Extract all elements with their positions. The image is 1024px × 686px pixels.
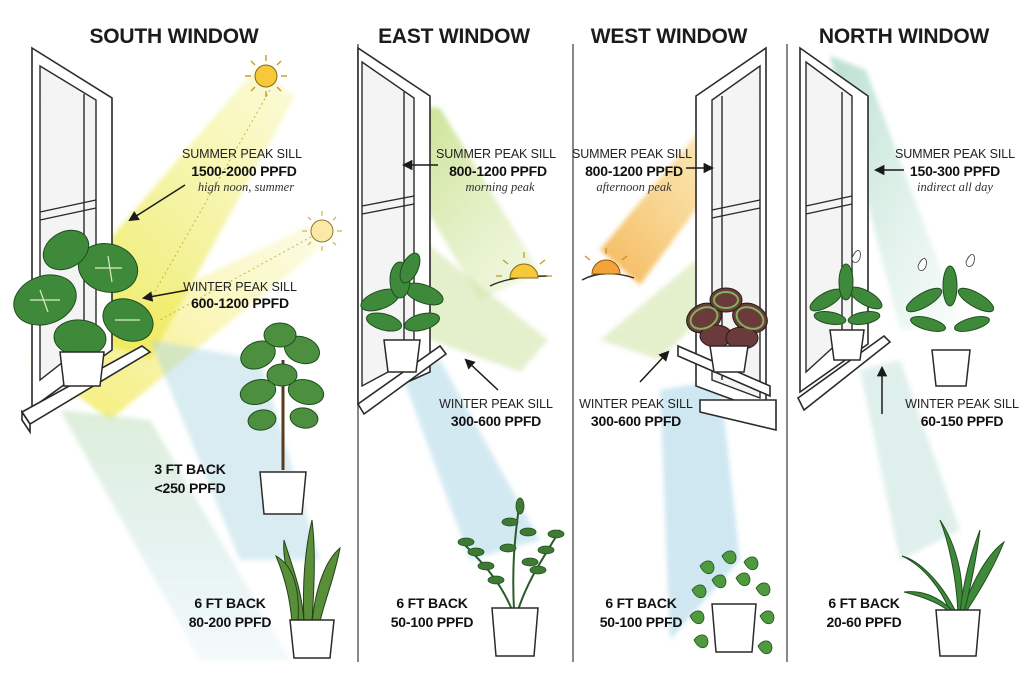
winter-peak-value: 300-600 PPFD — [451, 413, 541, 429]
sun-ray-line — [149, 89, 271, 301]
cast-iron-plant-icon — [901, 519, 1006, 657]
deep-light-spread — [60, 410, 290, 660]
summer-peak-label: SUMMER PEAK SILL — [895, 147, 1015, 161]
east-window-inner — [361, 60, 415, 388]
back-6ft-label: 6 FT BACK — [605, 595, 676, 611]
north-window-panel: NORTH WINDOW SUMMER PEAK SILL 150-300 PP… — [796, 25, 1019, 657]
peace-lily-plant-icon — [809, 250, 883, 361]
window-mullion — [711, 207, 761, 219]
window-mullion — [711, 199, 761, 211]
winter-arrow — [141, 289, 189, 302]
window-mullion — [39, 199, 97, 213]
back-6ft-value: 50-100 PPFD — [600, 614, 683, 630]
winter-peak-value: 600-1200 PPFD — [191, 295, 289, 311]
plant-pot — [711, 603, 757, 653]
winter-peak-label: WINTER PEAK SILL — [183, 280, 297, 294]
plant-pot — [931, 349, 971, 387]
window-mullion — [39, 207, 97, 221]
winter-peak-label: WINTER PEAK SILL — [579, 397, 693, 411]
begonia-plant-icon — [686, 287, 768, 373]
west-window-panel: WEST WINDOW SUMMER PEAK SILL 800-1200 PP… — [572, 25, 777, 655]
zz-plant-icon — [457, 497, 565, 657]
panel-title: SOUTH WINDOW — [89, 25, 258, 48]
summer-peak-value: 800-1200 PPFD — [449, 163, 547, 179]
summer-peak-label: SUMMER PEAK SILL — [572, 147, 692, 161]
plant-pot — [59, 351, 105, 387]
back-6ft-label: 6 FT BACK — [396, 595, 467, 611]
summer-peak-note: morning peak — [465, 180, 535, 194]
plant-pot — [829, 329, 865, 361]
summer-peak-note: high noon, summer — [198, 180, 294, 194]
pothos-plant-icon — [689, 550, 775, 655]
sun-icon — [245, 55, 287, 97]
winter-peak-value: 60-150 PPFD — [921, 413, 1004, 429]
back-3ft-label: 3 FT BACK — [154, 461, 225, 477]
west-sill-ledge — [699, 399, 777, 432]
plant-pot — [259, 471, 307, 515]
east-deep-spread — [400, 360, 540, 560]
summer-peak-value: 1500-2000 PPFD — [191, 163, 296, 179]
plant-pot — [935, 609, 981, 657]
rising-sun-icon — [489, 252, 552, 287]
winter-peak-label: WINTER PEAK SILL — [905, 397, 1019, 411]
back-6ft-value: 80-200 PPFD — [189, 614, 272, 630]
summer-arrow — [128, 184, 186, 222]
north-window-inner — [805, 60, 853, 374]
winter-arrow — [639, 350, 670, 383]
back-6ft-label: 6 FT BACK — [828, 595, 899, 611]
winter-arrow — [464, 358, 499, 391]
snake-plant-icon — [274, 519, 341, 659]
summer-peak-note: indirect all day — [917, 180, 993, 194]
north-deep-spread — [860, 360, 960, 560]
summer-peak-value: 800-1200 PPFD — [585, 163, 683, 179]
plant-pot — [383, 339, 421, 373]
plant-pot — [491, 607, 539, 657]
window-mullion — [361, 203, 415, 215]
setting-sun-icon — [581, 248, 635, 281]
summer-peak-note: afternoon peak — [596, 180, 672, 194]
plant-pot — [289, 619, 335, 659]
back-6ft-value: 20-60 PPFD — [826, 614, 901, 630]
summer-peak-label: SUMMER PEAK SILL — [182, 147, 302, 161]
fiddle-leaf-fig-icon — [239, 322, 325, 515]
winter-peak-label: WINTER PEAK SILL — [439, 397, 553, 411]
window-mullion — [361, 195, 415, 207]
sun-icon — [302, 211, 342, 251]
panel-title: NORTH WINDOW — [819, 25, 990, 48]
panel-title: EAST WINDOW — [378, 25, 530, 48]
summer-peak-value: 150-300 PPFD — [910, 163, 1000, 179]
dieffenbachia-plant-icon — [360, 252, 444, 373]
window-mullion — [805, 195, 853, 207]
winter-peak-value: 300-600 PPFD — [591, 413, 681, 429]
window-mullion — [805, 203, 853, 215]
panel-title: WEST WINDOW — [591, 25, 748, 48]
sun-ray-line — [159, 231, 321, 321]
south-window-panel: SOUTH WINDOW SUMMER PEAK SILL 1500-2000 … — [13, 25, 342, 660]
peace-lily-plant-icon — [905, 254, 995, 387]
south-sill-edge — [21, 409, 31, 435]
monstera-plant-icon — [13, 229, 154, 387]
east-window-panel: EAST WINDOW SUMMER PEAK SILL 800-1200 PP… — [356, 25, 565, 657]
back-6ft-label: 6 FT BACK — [194, 595, 265, 611]
plant-pot — [709, 345, 749, 373]
summer-peak-label: SUMMER PEAK SILL — [436, 147, 556, 161]
back-6ft-value: 50-100 PPFD — [391, 614, 474, 630]
back-3ft-value: <250 PPFD — [155, 480, 226, 496]
